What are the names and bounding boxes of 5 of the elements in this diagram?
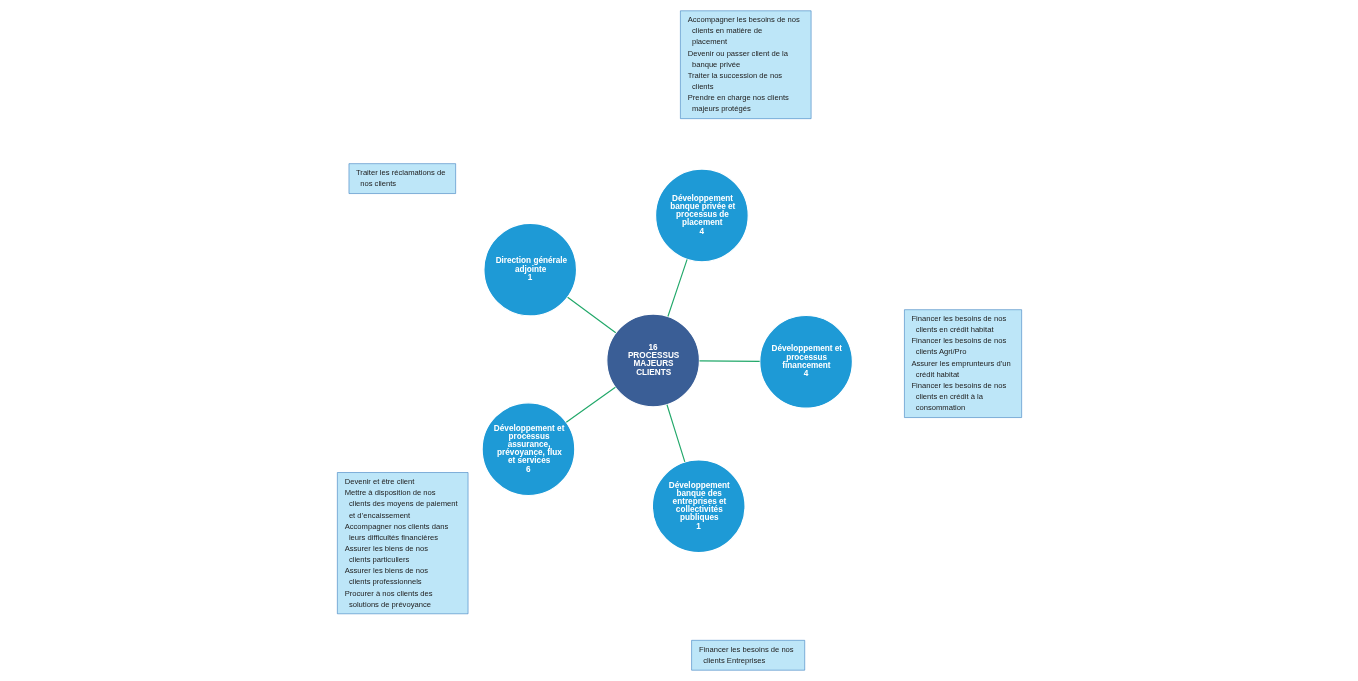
- connector: [565, 386, 616, 423]
- connector: [566, 296, 616, 334]
- connector: [698, 360, 760, 362]
- connector: [665, 404, 685, 463]
- connector: [666, 258, 688, 318]
